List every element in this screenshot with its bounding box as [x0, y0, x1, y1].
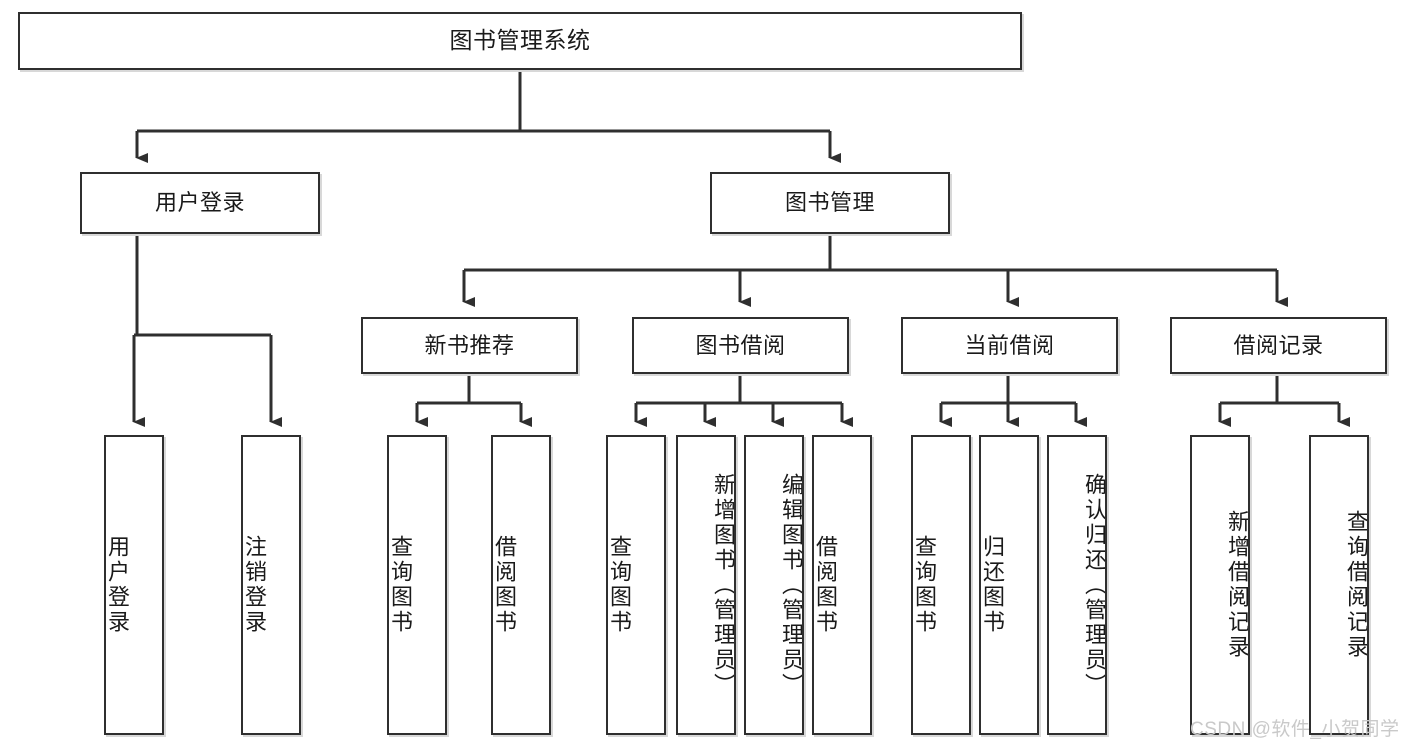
leaf-book-borrow-borrow-book[interactable]: 借阅图书: [812, 435, 872, 735]
node-label: 查询图书: [912, 535, 937, 635]
node-label: 编辑图书（管理员）: [779, 472, 804, 698]
node-new-book-recommend[interactable]: 新书推荐: [361, 317, 578, 374]
leaf-current-borrow-return-book[interactable]: 归还图书: [979, 435, 1039, 735]
node-label: 借阅图书: [813, 535, 838, 635]
node-label: 新书推荐: [424, 332, 515, 358]
node-label: 图书管理系统: [449, 27, 591, 54]
leaf-book-borrow-add-book-admin[interactable]: 新增图书（管理员）: [676, 435, 736, 735]
leaf-borrow-record-query-record[interactable]: 查询借阅记录: [1309, 435, 1369, 735]
leaf-book-borrow-query-book[interactable]: 查询图书: [606, 435, 666, 735]
node-label: 查询图书: [388, 535, 413, 635]
leaf-new-book-borrow-book[interactable]: 借阅图书: [491, 435, 551, 735]
node-label: 图书管理: [784, 190, 875, 216]
node-borrow-record[interactable]: 借阅记录: [1170, 317, 1387, 374]
csdn-watermark: CSDN @软件_小贺同学: [1190, 719, 1400, 740]
node-label: 用户登录: [105, 535, 130, 635]
leaf-user-login-signin[interactable]: 用户登录: [104, 435, 164, 735]
node-book-management[interactable]: 图书管理: [710, 172, 950, 234]
node-label: 注销登录: [242, 535, 267, 635]
leaf-new-book-query-book[interactable]: 查询图书: [387, 435, 447, 735]
node-current-borrow[interactable]: 当前借阅: [901, 317, 1118, 374]
leaf-borrow-record-add-record[interactable]: 新增借阅记录: [1190, 435, 1250, 735]
node-label: 新增借阅记录: [1225, 510, 1250, 660]
node-user-login[interactable]: 用户登录: [80, 172, 320, 234]
node-label: 借阅图书: [492, 535, 517, 635]
node-book-borrow[interactable]: 图书借阅: [632, 317, 849, 374]
node-label: 借阅记录: [1233, 332, 1324, 358]
leaf-book-borrow-edit-book-admin[interactable]: 编辑图书（管理员）: [744, 435, 804, 735]
node-label: 查询图书: [607, 535, 632, 635]
node-label: 归还图书: [980, 535, 1005, 635]
node-label: 新增图书（管理员）: [711, 472, 736, 698]
node-label: 确认归还（管理员）: [1082, 472, 1107, 698]
leaf-user-login-signout[interactable]: 注销登录: [241, 435, 301, 735]
node-label: 查询借阅记录: [1344, 510, 1369, 660]
leaf-current-borrow-query-book[interactable]: 查询图书: [911, 435, 971, 735]
node-label: 用户登录: [154, 190, 245, 216]
leaf-current-borrow-confirm-return-admin[interactable]: 确认归还（管理员）: [1047, 435, 1107, 735]
node-label: 图书借阅: [695, 332, 786, 358]
node-root-book-management-system[interactable]: 图书管理系统: [18, 12, 1022, 70]
node-label: 当前借阅: [964, 332, 1055, 358]
